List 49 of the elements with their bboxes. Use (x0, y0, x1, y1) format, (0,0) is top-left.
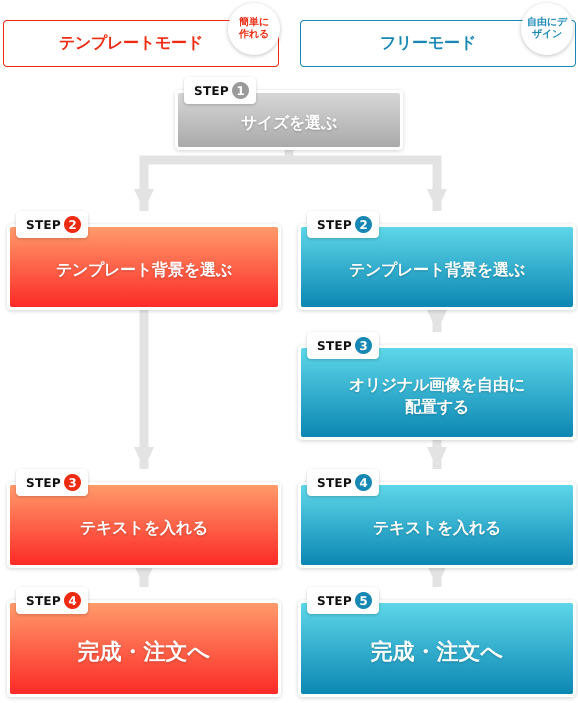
step-badge (307, 332, 380, 359)
step-title: 完成・注文へ (370, 638, 504, 667)
step-title: オリジナル画像を自由に配置する (348, 374, 526, 418)
step-label: STEP (26, 218, 62, 232)
step-label: STEP (317, 594, 352, 608)
arrow (134, 310, 154, 469)
step-title: サイズを選ぶ (241, 112, 337, 134)
step-card (298, 211, 576, 310)
mode-title: テンプレートモード (59, 33, 204, 54)
step-title: 完成・注文へ (78, 638, 210, 667)
bubble-text: 自由にデザイン (526, 16, 568, 42)
step-number: 2 (355, 216, 372, 233)
step-badge (307, 587, 380, 614)
step-number: 3 (64, 474, 82, 491)
step-card (298, 469, 576, 568)
arrow (427, 440, 447, 469)
step-card (7, 469, 281, 568)
arrow (427, 310, 447, 332)
step-card (298, 332, 576, 440)
step-badge (16, 211, 88, 238)
step-number: 4 (355, 474, 372, 491)
step-number: 1 (232, 82, 250, 99)
step-title: テンプレート背景を選ぶ (349, 259, 525, 281)
step-badge (307, 211, 380, 238)
speech-bubble-tooltip (521, 3, 573, 55)
step-badge (16, 469, 88, 496)
step-badge (307, 469, 380, 496)
step-label: STEP (317, 218, 352, 232)
step-number: 3 (355, 337, 372, 354)
step-title: テキストを入れる (80, 517, 208, 539)
mode-title: フリーモード (380, 33, 477, 54)
step-badge (184, 77, 256, 104)
speech-bubble-tooltip (228, 3, 280, 55)
step-label: STEP (317, 338, 352, 352)
step-card (7, 211, 281, 310)
step-title: テキストを入れる (373, 517, 501, 539)
step-label: STEP (26, 476, 62, 490)
step-badge (16, 587, 88, 614)
step-number: 4 (64, 592, 82, 609)
step-label: STEP (194, 84, 230, 98)
step-label: STEP (317, 476, 352, 490)
step-card (175, 77, 403, 150)
step-number: 5 (355, 592, 372, 609)
step-number: 2 (64, 216, 82, 233)
step-label: STEP (26, 594, 62, 608)
step-card (7, 587, 281, 697)
step-card (298, 587, 576, 697)
bubble-text: 簡単に作れる (238, 16, 270, 42)
step-title: テンプレート背景を選ぶ (56, 259, 232, 281)
